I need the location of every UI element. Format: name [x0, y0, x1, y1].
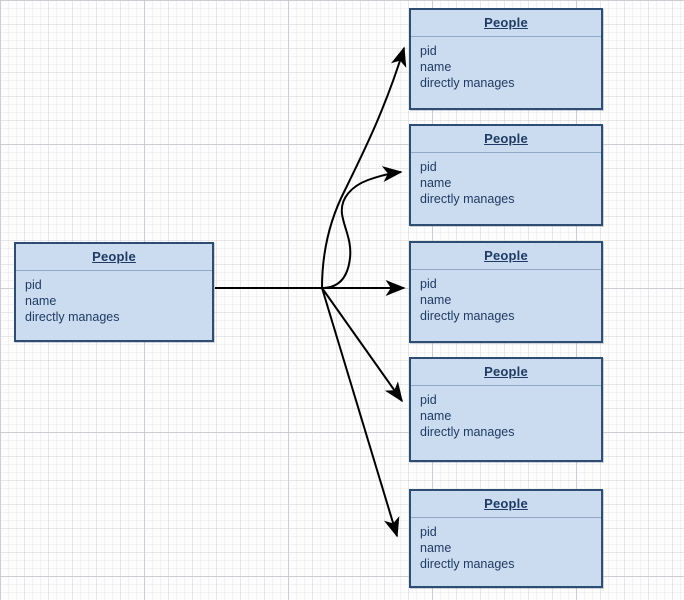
- entity-people-source[interactable]: People pid name directly manages: [14, 242, 214, 342]
- connector-arrow-1: [321, 46, 407, 289]
- attribute-row: name: [420, 60, 452, 74]
- attribute-row: directly manages: [25, 310, 120, 324]
- attribute-row: name: [25, 294, 57, 308]
- attribute-row: name: [420, 293, 452, 307]
- attribute-row: directly manages: [420, 309, 515, 323]
- attribute-row: directly manages: [420, 425, 515, 439]
- entity-title: People: [411, 359, 601, 386]
- attribute-row: pid: [420, 277, 437, 291]
- entity-attributes: pid name directly manages: [411, 270, 601, 328]
- attribute-row: name: [420, 409, 452, 423]
- attribute-row: directly manages: [420, 76, 515, 90]
- connector-arrow-4: [321, 287, 403, 403]
- entity-attributes: pid name directly manages: [411, 153, 601, 211]
- entity-people-target-5[interactable]: People pid name directly manages: [409, 489, 603, 588]
- attribute-row: pid: [420, 393, 437, 407]
- connector-arrow-2: [321, 166, 403, 289]
- attribute-row: directly manages: [420, 557, 515, 571]
- attribute-row: pid: [420, 525, 437, 539]
- attribute-row: directly manages: [420, 192, 515, 206]
- attribute-row: pid: [420, 44, 437, 58]
- entity-people-target-2[interactable]: People pid name directly manages: [409, 124, 603, 226]
- entity-attributes: pid name directly manages: [16, 271, 212, 329]
- entity-title: People: [411, 10, 601, 37]
- attribute-row: pid: [420, 160, 437, 174]
- attribute-row: name: [420, 176, 452, 190]
- entity-attributes: pid name directly manages: [411, 386, 601, 444]
- connector-arrow-5: [321, 287, 400, 538]
- entity-title: People: [411, 243, 601, 270]
- entity-people-target-3[interactable]: People pid name directly manages: [409, 241, 603, 343]
- entity-attributes: pid name directly manages: [411, 518, 601, 576]
- entity-title: People: [411, 491, 601, 518]
- entity-people-target-4[interactable]: People pid name directly manages: [409, 357, 603, 462]
- attribute-row: name: [420, 541, 452, 555]
- entity-title: People: [16, 244, 212, 271]
- entity-attributes: pid name directly manages: [411, 37, 601, 95]
- entity-title: People: [411, 126, 601, 153]
- attribute-row: pid: [25, 278, 42, 292]
- entity-people-target-1[interactable]: People pid name directly manages: [409, 8, 603, 110]
